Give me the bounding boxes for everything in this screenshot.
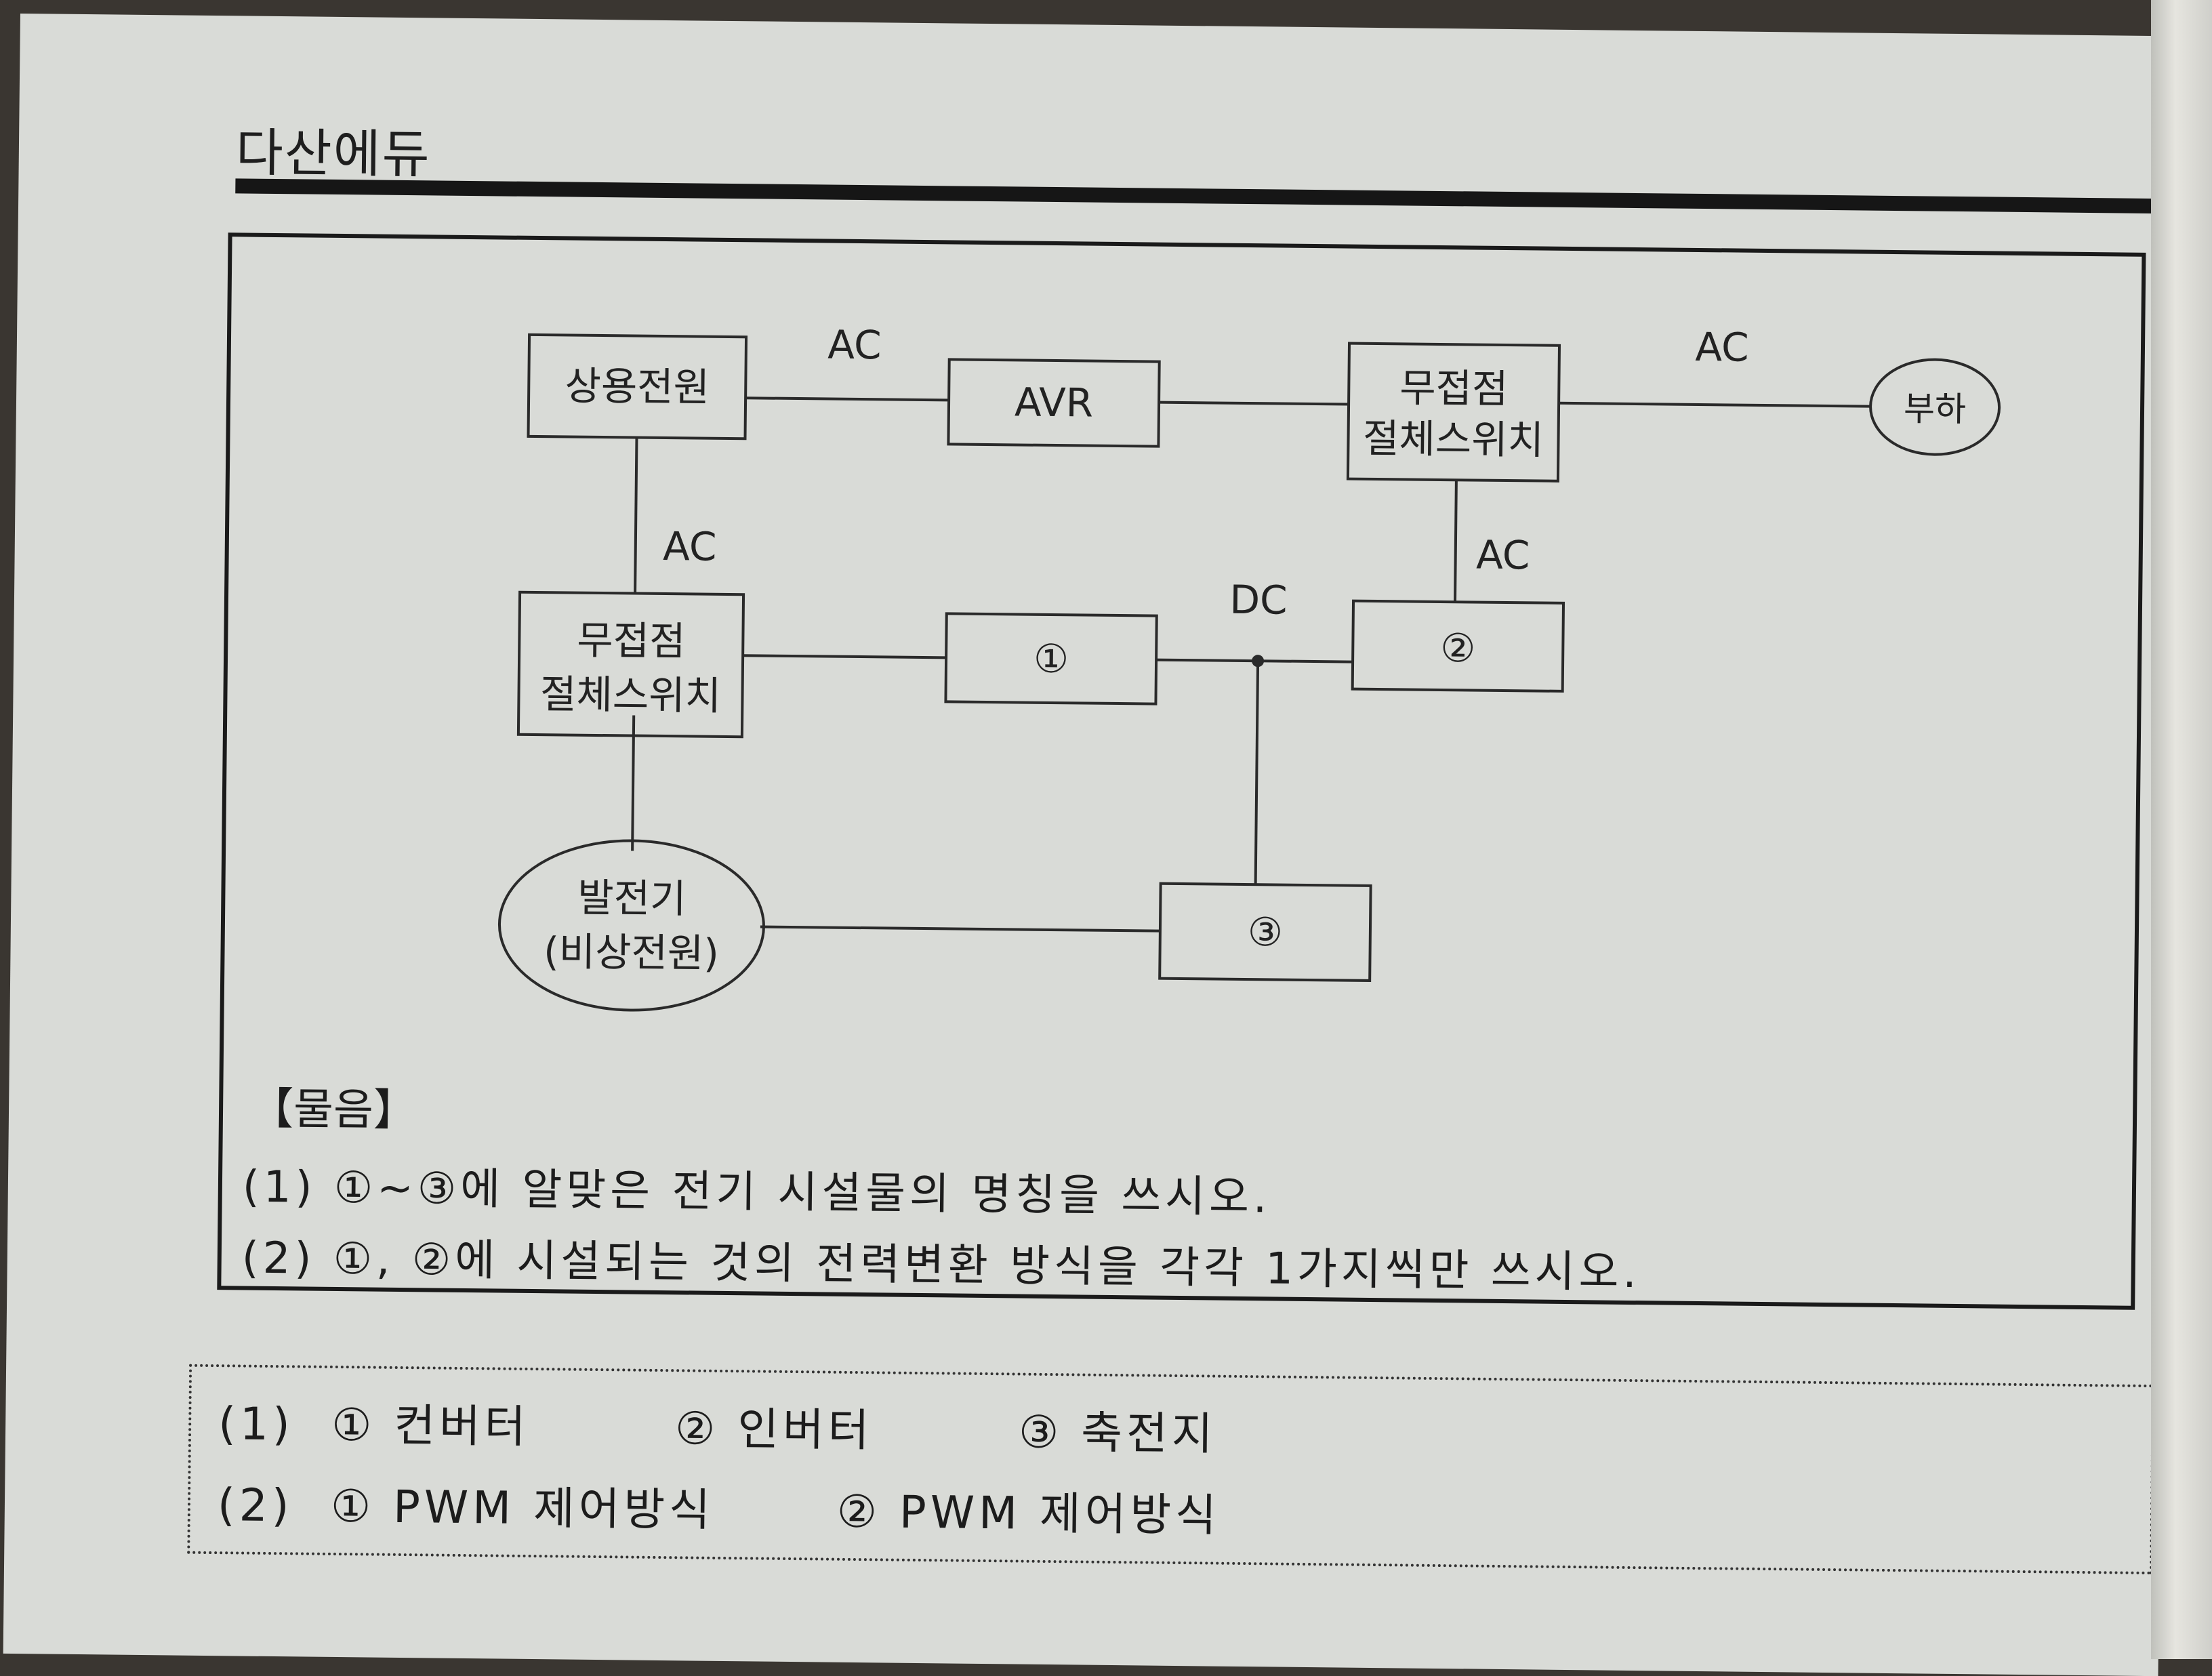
- page-edge: [2151, 0, 2212, 1659]
- box-3-label: ③: [1248, 909, 1284, 956]
- box-2-label: ②: [1440, 625, 1476, 672]
- book-page: 다산에듀: [3, 14, 2175, 1676]
- question-item-2: (2) ①, ②에 시설되는 것의 전력변환 방식을 각각 1가지씩만 쓰시오.: [241, 1233, 1641, 1299]
- answer-2-item-1: ① PWM 제어방식: [330, 1479, 715, 1536]
- load-label: 부하: [1904, 389, 1967, 429]
- line-avr-switch: [1159, 401, 1349, 406]
- answer-line-1: (1) ① 컨버터 ② 인버터 ③ 축전지: [218, 1387, 1217, 1463]
- line-generator-box3: [760, 925, 1160, 933]
- avr-box: [947, 358, 1161, 448]
- load-ellipse: [1869, 358, 2001, 456]
- commercial-power-box: [527, 333, 748, 441]
- question-box: 상용전원 AVR 무접점 절체스위치 부하 무접점 절체스위치 ① ② ③ 발전…: [217, 232, 2146, 1310]
- answer-1-prefix: (1): [218, 1397, 295, 1451]
- power-diagram: 상용전원 AVR 무접점 절체스위치 부하 무접점 절체스위치 ① ② ③ 발전…: [497, 322, 2001, 1012]
- box-1: [944, 612, 1158, 706]
- answer-1-item-1: ① 컨버터: [331, 1398, 530, 1453]
- line-switch-load: [1559, 401, 1871, 408]
- answer-2-item-2: ② PWM 제어방식: [836, 1485, 1221, 1542]
- ac-label-left: AC: [663, 523, 717, 570]
- answer-box: (1) ① 컨버터 ② 인버터 ③ 축전지 (2) ① PWM 제어방식 ② P…: [187, 1364, 2154, 1575]
- question-item-1: (1) ①~③에 알맞은 전기 시설물의 명칭을 쓰시오.: [242, 1162, 1271, 1223]
- static-switch-top-box: [1346, 342, 1561, 483]
- dc-junction-dot: [1252, 655, 1265, 668]
- line-commercial-switch: [634, 437, 638, 594]
- line-switch-generator: [631, 715, 636, 851]
- ac-label-right: AC: [1476, 532, 1530, 579]
- answer-2-prefix: (2): [217, 1479, 293, 1532]
- publisher-header: 다산에듀: [235, 122, 432, 185]
- answer-1-item-2: ② 인버터: [674, 1402, 874, 1457]
- static-switch-left-label-2: 절체스위치: [540, 671, 722, 719]
- static-switch-left-label-1: 무접점: [577, 617, 686, 665]
- header-rule: [235, 178, 2154, 213]
- ac-label-top-right: AC: [1695, 324, 1749, 371]
- answer-1-item-3: ③ 축전지: [1018, 1406, 1217, 1460]
- question-title: 【물음】: [249, 1084, 417, 1137]
- box-1-label: ①: [1033, 636, 1069, 682]
- static-switch-top-label-2: 절체스위치: [1363, 415, 1544, 464]
- static-switch-top-label-1: 무접점: [1399, 365, 1509, 412]
- commercial-power-label: 상용전원: [565, 363, 710, 410]
- line-dc-box3: [1254, 661, 1260, 885]
- static-switch-left-box: [516, 590, 745, 739]
- dc-label: DC: [1229, 577, 1288, 624]
- line-commercial-avr: [745, 396, 949, 402]
- ac-label-top-left: AC: [827, 322, 882, 369]
- avr-label: AVR: [1015, 379, 1094, 426]
- answer-line-2: (2) ① PWM 제어방식 ② PWM 제어방식: [218, 1469, 1221, 1544]
- generator-label-2: (비상전원): [544, 928, 719, 977]
- generator-ellipse: [497, 839, 765, 1012]
- box-2: [1351, 599, 1565, 693]
- line-switch-box1: [743, 654, 947, 659]
- line-switch-box2: [1454, 480, 1458, 602]
- generator-label-1: 발전기: [577, 875, 687, 922]
- box-3: [1158, 882, 1372, 982]
